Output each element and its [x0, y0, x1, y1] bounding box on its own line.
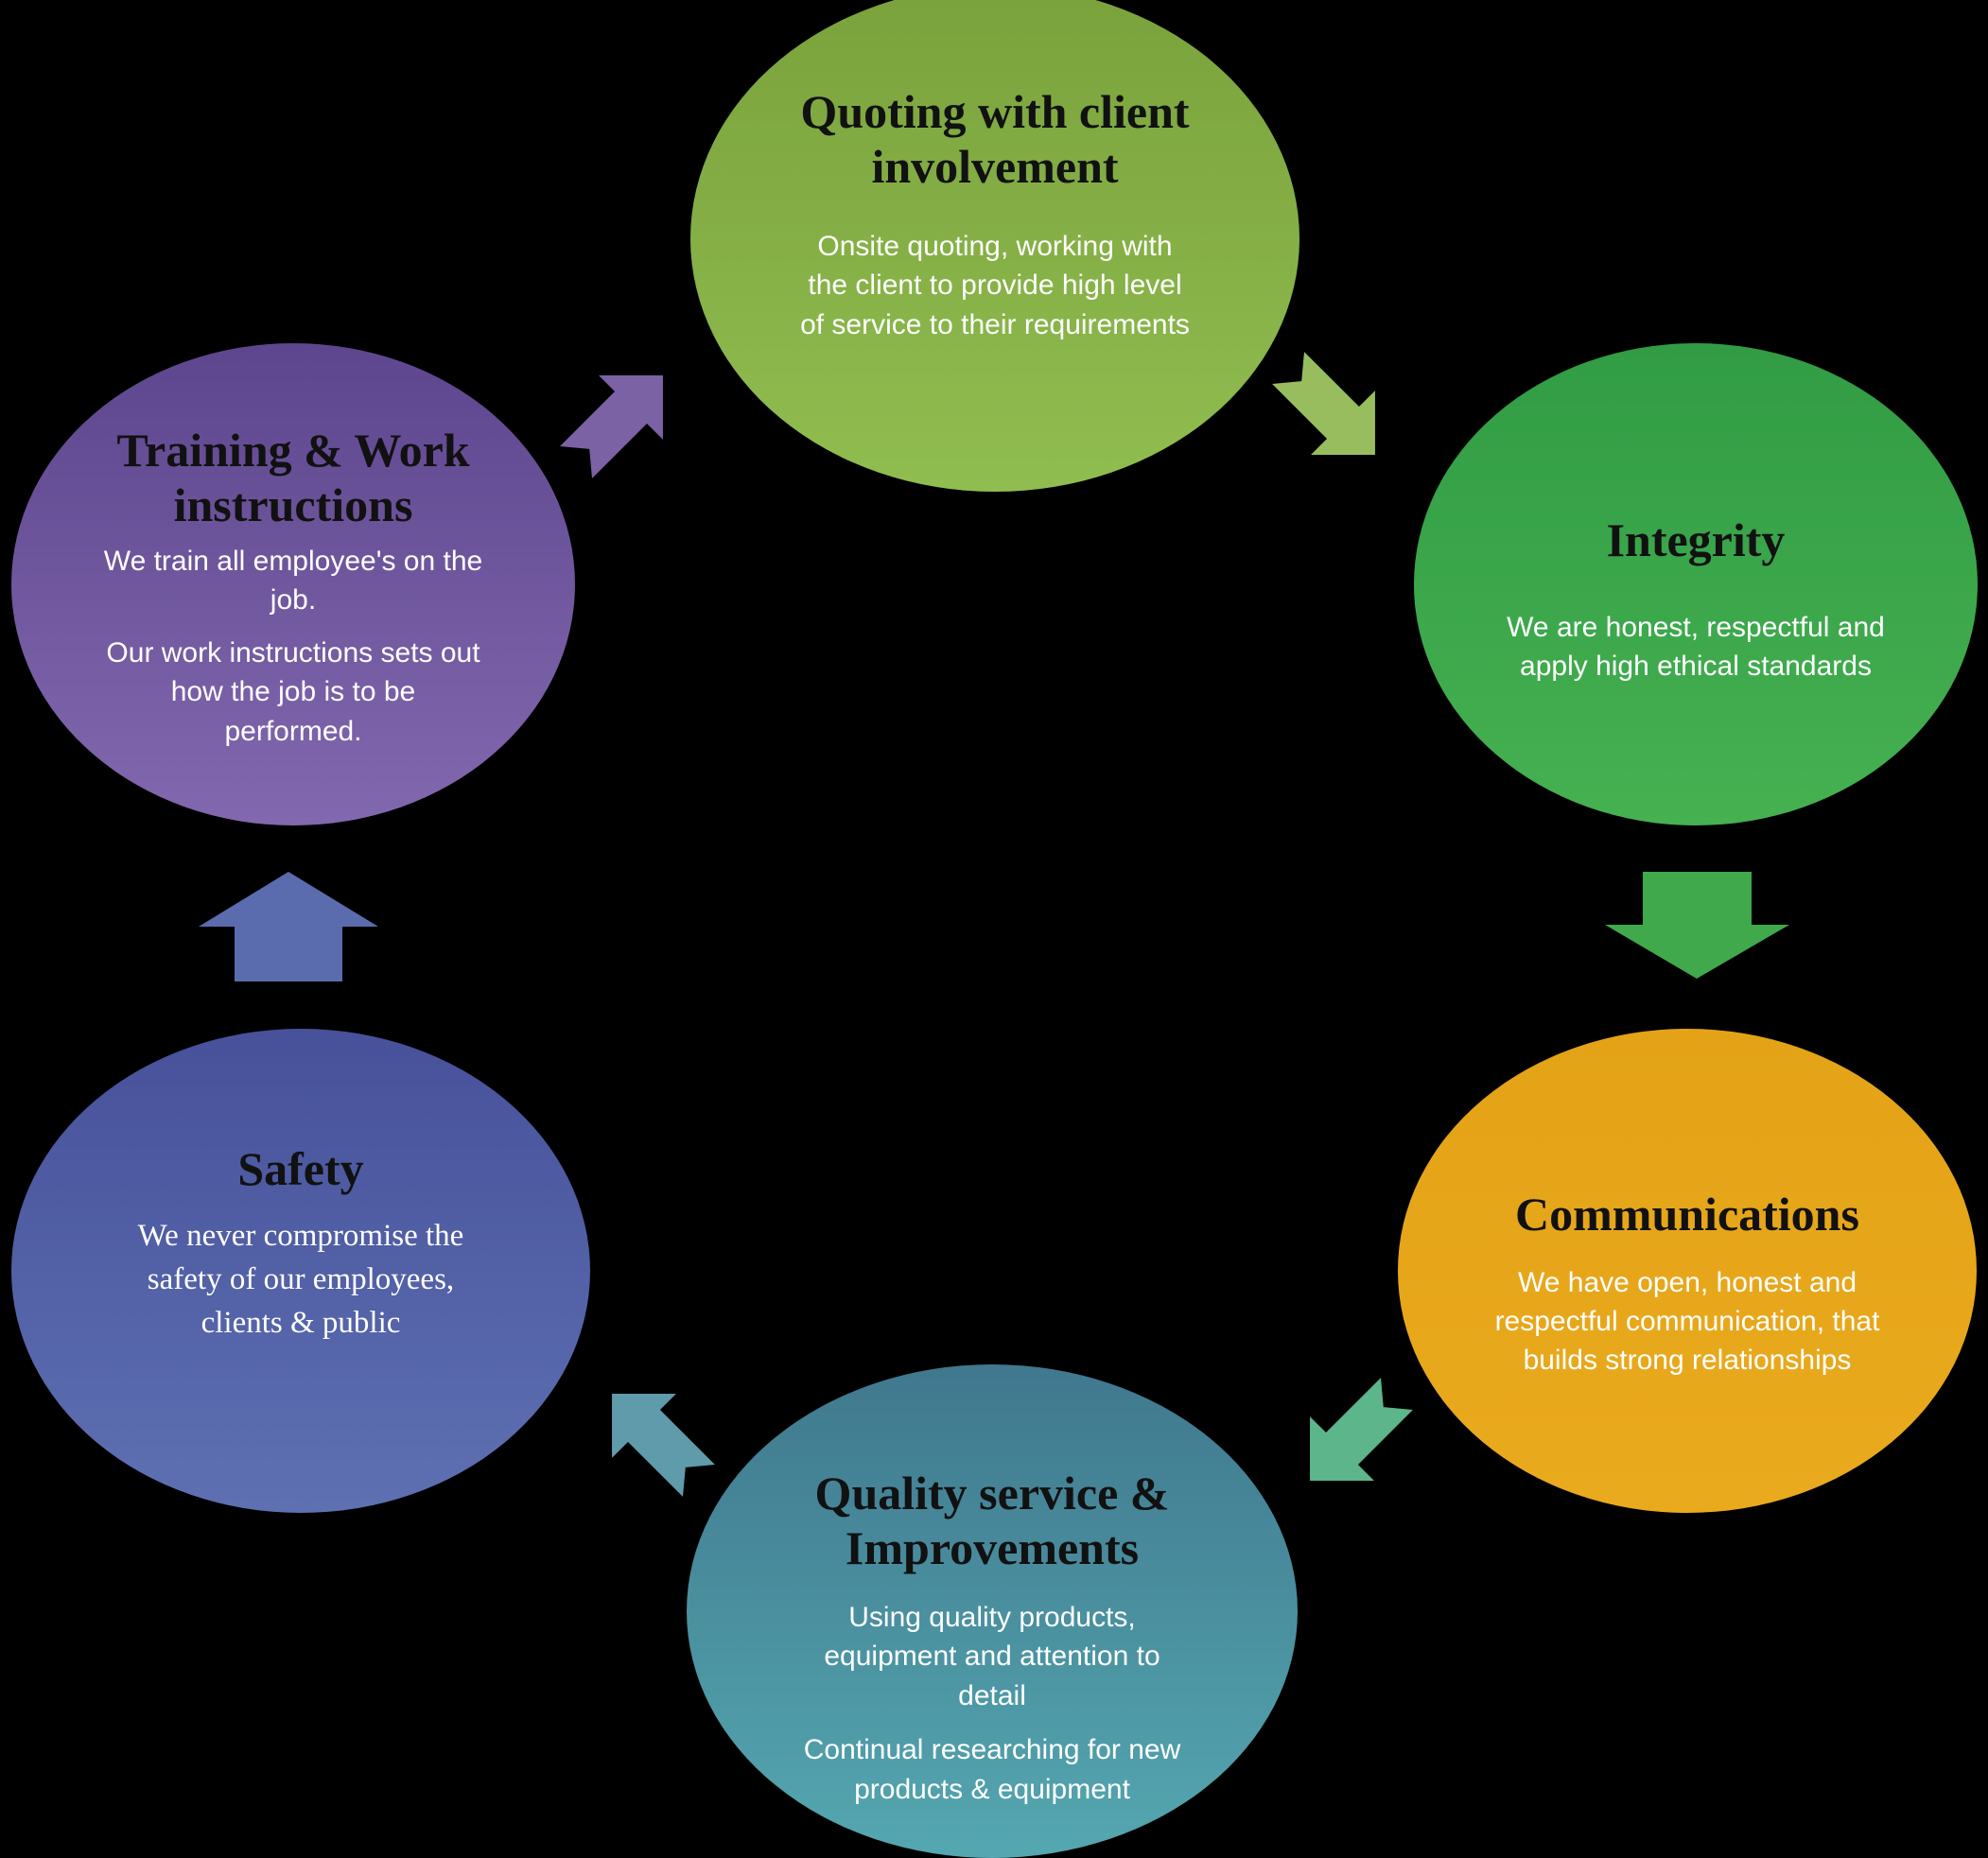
node-title: Quality service & Improvements — [814, 1467, 1170, 1574]
node-body: Onsite quoting, working with the client … — [800, 231, 1190, 340]
node-communications: Communications We have open, honest and … — [1398, 1029, 1977, 1513]
node-training-work-instructions: Training & Work instructions We train al… — [11, 343, 575, 825]
arrow-training-to-quoting — [560, 375, 663, 478]
arrow-down-right-icon — [1272, 352, 1375, 455]
node-title: Training & Work instructions — [116, 424, 470, 531]
arrow-down-left-icon — [1310, 1378, 1413, 1481]
arrow-integrity-to-communications — [1605, 872, 1789, 979]
node-body: We train all employee's on the job. — [103, 546, 483, 616]
arrow-quality-to-safety — [612, 1394, 715, 1497]
node-quoting-with-client-involvement: Quoting with client involvement Onsite q… — [690, 0, 1299, 492]
arrow-up-left-icon — [612, 1394, 715, 1497]
node-title: Communications — [1515, 1188, 1859, 1241]
node-title: Safety — [237, 1142, 364, 1195]
node-body-2: Continual researching for new products &… — [803, 1734, 1181, 1805]
arrow-up-right-icon — [560, 375, 663, 478]
node-quality-service-improvements: Quality service & Improvements Using qua… — [687, 1364, 1298, 1858]
node-safety: Safety We never compromise the safety of… — [11, 1029, 590, 1513]
node-body: Using quality products, equipment and at… — [824, 1602, 1160, 1711]
node-body-2: Our work instructions sets out how the j… — [106, 636, 480, 747]
node-integrity: Integrity We are honest, respectful and … — [1414, 343, 1978, 825]
node-body: We have open, honest and respectful comm… — [1494, 1266, 1880, 1377]
arrow-quoting-to-integrity — [1272, 352, 1375, 455]
arrow-up-icon — [199, 872, 378, 981]
arrow-communications-to-quality — [1310, 1378, 1413, 1481]
node-title: Integrity — [1606, 513, 1786, 566]
node-body: We are honest, respectful and apply high… — [1507, 611, 1885, 682]
arrow-down-icon — [1605, 872, 1789, 979]
arrow-safety-to-training — [199, 872, 378, 981]
node-title: Quoting with client involvement — [800, 85, 1190, 193]
node-body: We never compromise the safety of our em… — [137, 1218, 464, 1340]
